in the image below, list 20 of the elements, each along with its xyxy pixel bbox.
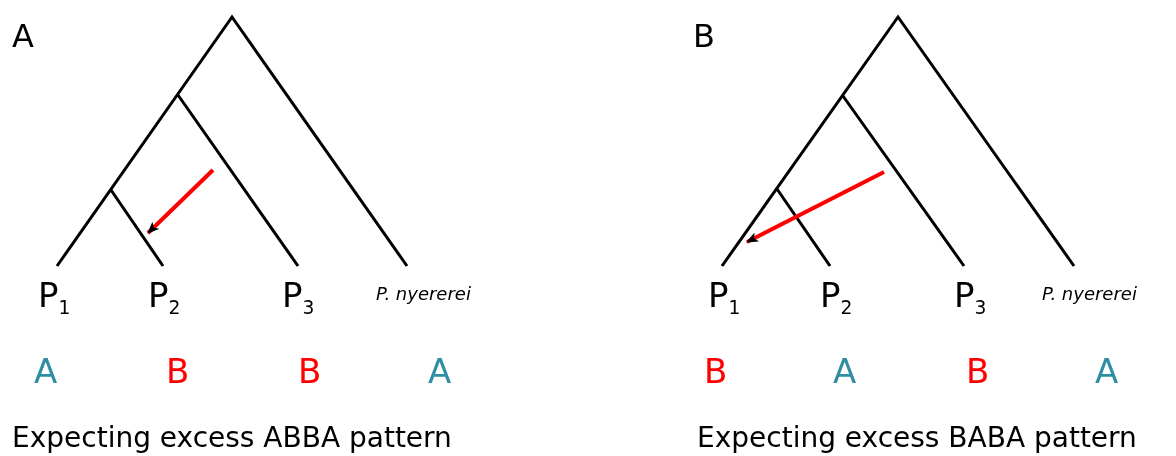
allele-state: B	[298, 354, 322, 388]
allele-state: A	[833, 354, 857, 388]
taxon-label: P$_{2}$	[820, 278, 853, 318]
allele-state: A	[34, 354, 58, 388]
taxon-label: P$_{1}$	[708, 278, 741, 318]
species-label: P. nyererei	[376, 285, 471, 303]
pattern-caption: Expecting excess BABA pattern	[697, 424, 1137, 452]
allele-state: B	[166, 354, 190, 388]
species-label: P. nyererei	[1042, 285, 1137, 303]
allele-state: B	[704, 354, 728, 388]
taxon-label: P$_{3}$	[954, 278, 987, 318]
allele-state: A	[428, 354, 452, 388]
allele-state: B	[966, 354, 990, 388]
taxon-label: P$_{1}$	[38, 278, 71, 318]
panel-label: A	[12, 20, 34, 52]
taxon-label: P$_{3}$	[282, 278, 315, 318]
pattern-caption: Expecting excess ABBA pattern	[12, 424, 452, 452]
taxon-label: P$_{2}$	[148, 278, 181, 318]
allele-state: A	[1095, 354, 1119, 388]
panel-label: B	[693, 20, 715, 52]
